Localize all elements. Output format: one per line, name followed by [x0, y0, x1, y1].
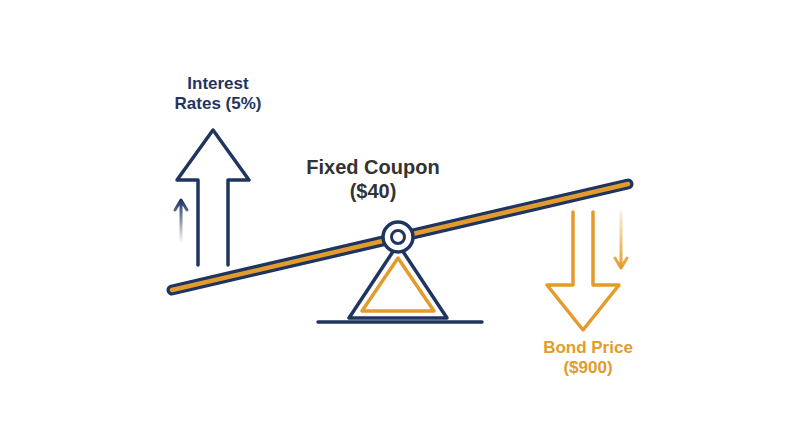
beam-fill [172, 184, 628, 290]
small-up-arrow [175, 200, 187, 243]
fulcrum [349, 244, 447, 318]
small-down-arrow [615, 212, 627, 268]
price-label: Bond Price ($900) [532, 338, 644, 379]
pivot [383, 222, 413, 252]
pivot-inner [392, 231, 405, 244]
fulcrum-inner [362, 258, 434, 311]
coupon-label: Fixed Coupon ($40) [298, 155, 448, 203]
down-arrow [547, 212, 619, 330]
up-arrow [177, 130, 249, 265]
ground-line [318, 320, 482, 324]
rate-label: Interest Rates (5%) [163, 74, 273, 115]
beam-outline [172, 184, 628, 290]
